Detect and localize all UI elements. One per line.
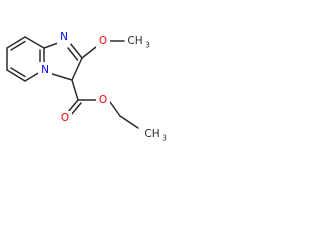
bond-c6-c5-inner bbox=[10, 67, 26, 78]
bond-c8a-c8 bbox=[24, 36, 45, 49]
atom-o-ester: O bbox=[96, 93, 110, 107]
atom-n-imidazole-label: N bbox=[60, 31, 68, 43]
atom-labels: N N O CH 3 O O CH 3 bbox=[38, 30, 167, 143]
atom-ch3-ethyl-label: CH bbox=[144, 128, 159, 140]
bond-ccarbonyl-o-double-a bbox=[67, 99, 79, 113]
bond-c3-n4 bbox=[48, 72, 73, 81]
atom-ch3-ethyl: CH 3 bbox=[144, 128, 167, 143]
molecule-structure: N N O CH 3 O O CH 3 bbox=[6, 30, 167, 143]
atom-n-bridge: N bbox=[38, 62, 52, 76]
bond-ccarbonyl-o-double-b bbox=[70, 102, 82, 116]
bond-c2-o bbox=[81, 46, 97, 59]
bond-n1-c2-inner bbox=[67, 47, 79, 61]
bond-o-ch2 bbox=[109, 101, 121, 117]
atom-o-methoxy-label: O bbox=[99, 35, 107, 47]
bonds bbox=[6, 36, 139, 129]
atom-ch3-methoxy-subscript: 3 bbox=[145, 41, 150, 50]
bond-c8a-n1 bbox=[43, 42, 59, 49]
bond-ch2-ch3 bbox=[119, 115, 139, 129]
bond-n1-c2 bbox=[69, 42, 83, 59]
bond-c3-ccarbonyl bbox=[71, 79, 79, 101]
atom-o-carbonyl-label: O bbox=[61, 112, 69, 124]
atom-n-imidazole: N bbox=[57, 30, 71, 44]
atom-n-bridge-label: N bbox=[41, 64, 49, 76]
atom-o-methoxy: O bbox=[96, 34, 110, 48]
atom-ch3-methoxy: CH 3 bbox=[127, 35, 150, 50]
bond-c6-c5 bbox=[6, 69, 26, 82]
bond-c2-c3 bbox=[71, 57, 83, 81]
bond-c8-c7 bbox=[6, 36, 26, 49]
atom-o-carbonyl: O bbox=[58, 111, 72, 125]
bond-c5-n4 bbox=[24, 71, 41, 82]
atom-o-ester-label: O bbox=[99, 94, 107, 106]
atom-ch3-methoxy-label: CH bbox=[127, 35, 142, 47]
bond-c8-c7-inner bbox=[10, 40, 26, 51]
atom-ch3-ethyl-subscript: 3 bbox=[162, 134, 167, 143]
